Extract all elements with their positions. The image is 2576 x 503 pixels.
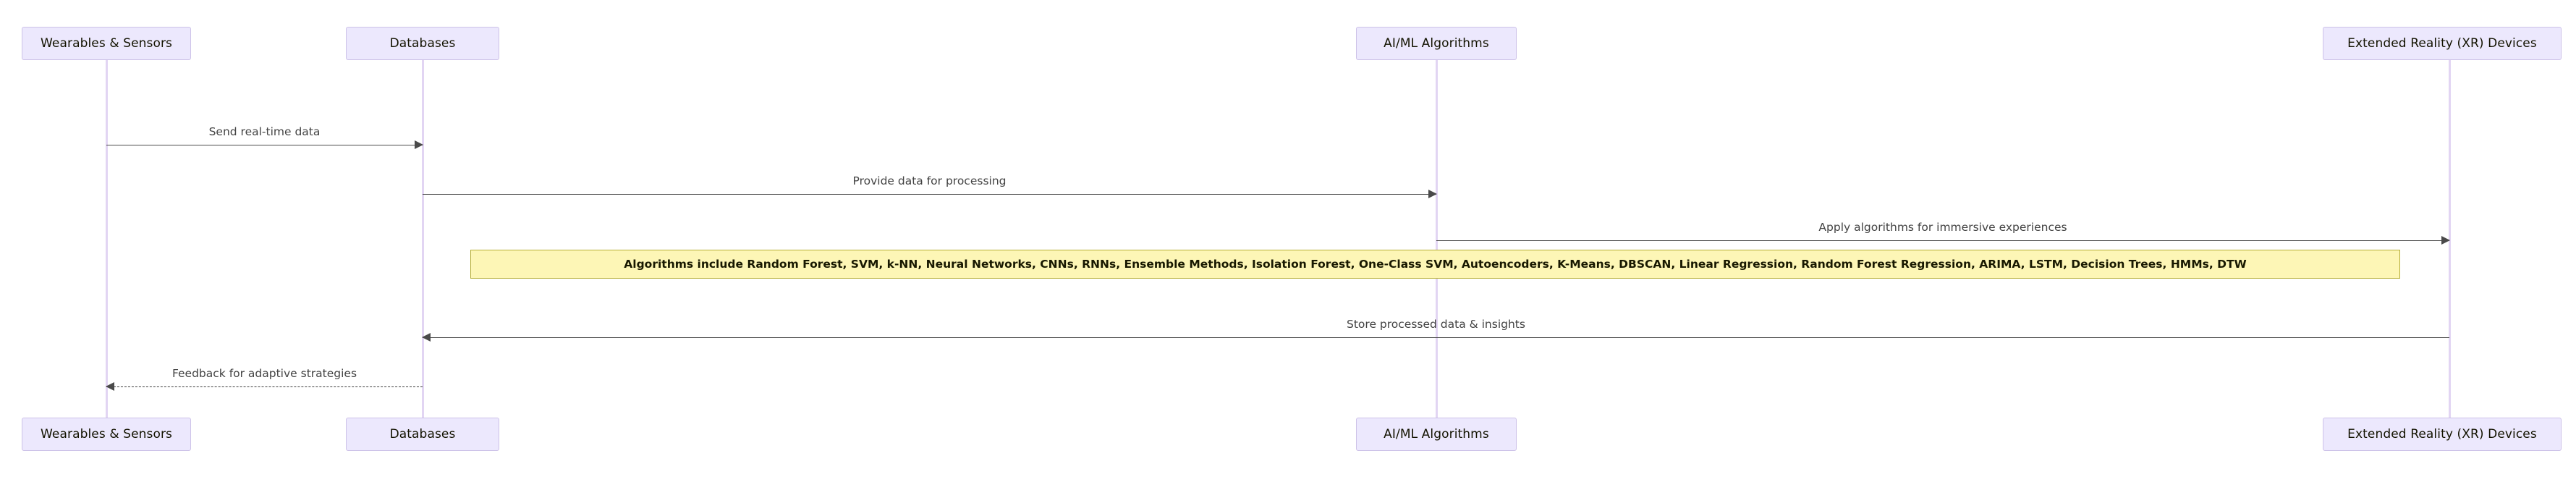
participant-label: AI/ML Algorithms	[1384, 427, 1489, 441]
arrow-head-icon	[1428, 189, 1437, 198]
message-label: Provide data for processing	[852, 174, 1007, 187]
participant-label: Extended Reality (XR) Devices	[2347, 36, 2537, 51]
message-line	[1436, 240, 2449, 241]
participant-top-databases[interactable]: Databases	[346, 27, 499, 60]
participant-bottom-xr[interactable]: Extended Reality (XR) Devices	[2323, 418, 2562, 451]
participant-bottom-databases[interactable]: Databases	[346, 418, 499, 451]
lifeline-wearables	[106, 60, 108, 418]
message-label: Feedback for adaptive strategies	[171, 367, 357, 380]
note-text: Algorithms include Random Forest, SVM, k…	[624, 258, 2247, 271]
participant-label: Wearables & Sensors	[40, 427, 173, 441]
participant-label: Extended Reality (XR) Devices	[2347, 427, 2537, 441]
note-note-algorithms: Algorithms include Random Forest, SVM, k…	[470, 250, 2400, 279]
participant-bottom-aiml[interactable]: AI/ML Algorithms	[1356, 418, 1517, 451]
participant-top-aiml[interactable]: AI/ML Algorithms	[1356, 27, 1517, 60]
arrow-head-icon	[106, 381, 114, 391]
arrow-head-icon	[422, 332, 431, 342]
lifeline-databases	[422, 60, 424, 418]
message-line	[423, 337, 2449, 338]
arrow-head-icon	[2441, 235, 2450, 245]
participant-bottom-wearables[interactable]: Wearables & Sensors	[22, 418, 191, 451]
participant-label: Databases	[389, 427, 456, 441]
participant-label: Wearables & Sensors	[40, 36, 173, 51]
arrow-head-icon	[415, 140, 423, 149]
participant-label: AI/ML Algorithms	[1384, 36, 1489, 51]
message-line	[106, 386, 423, 387]
participant-top-wearables[interactable]: Wearables & Sensors	[22, 27, 191, 60]
participant-top-xr[interactable]: Extended Reality (XR) Devices	[2323, 27, 2562, 60]
message-label: Send real-time data	[208, 125, 321, 138]
message-line	[423, 194, 1436, 195]
message-label: Apply algorithms for immersive experienc…	[1818, 221, 2067, 234]
lifeline-aiml	[1436, 60, 1438, 418]
message-label: Store processed data & insights	[1347, 318, 1525, 331]
participant-label: Databases	[389, 36, 456, 51]
